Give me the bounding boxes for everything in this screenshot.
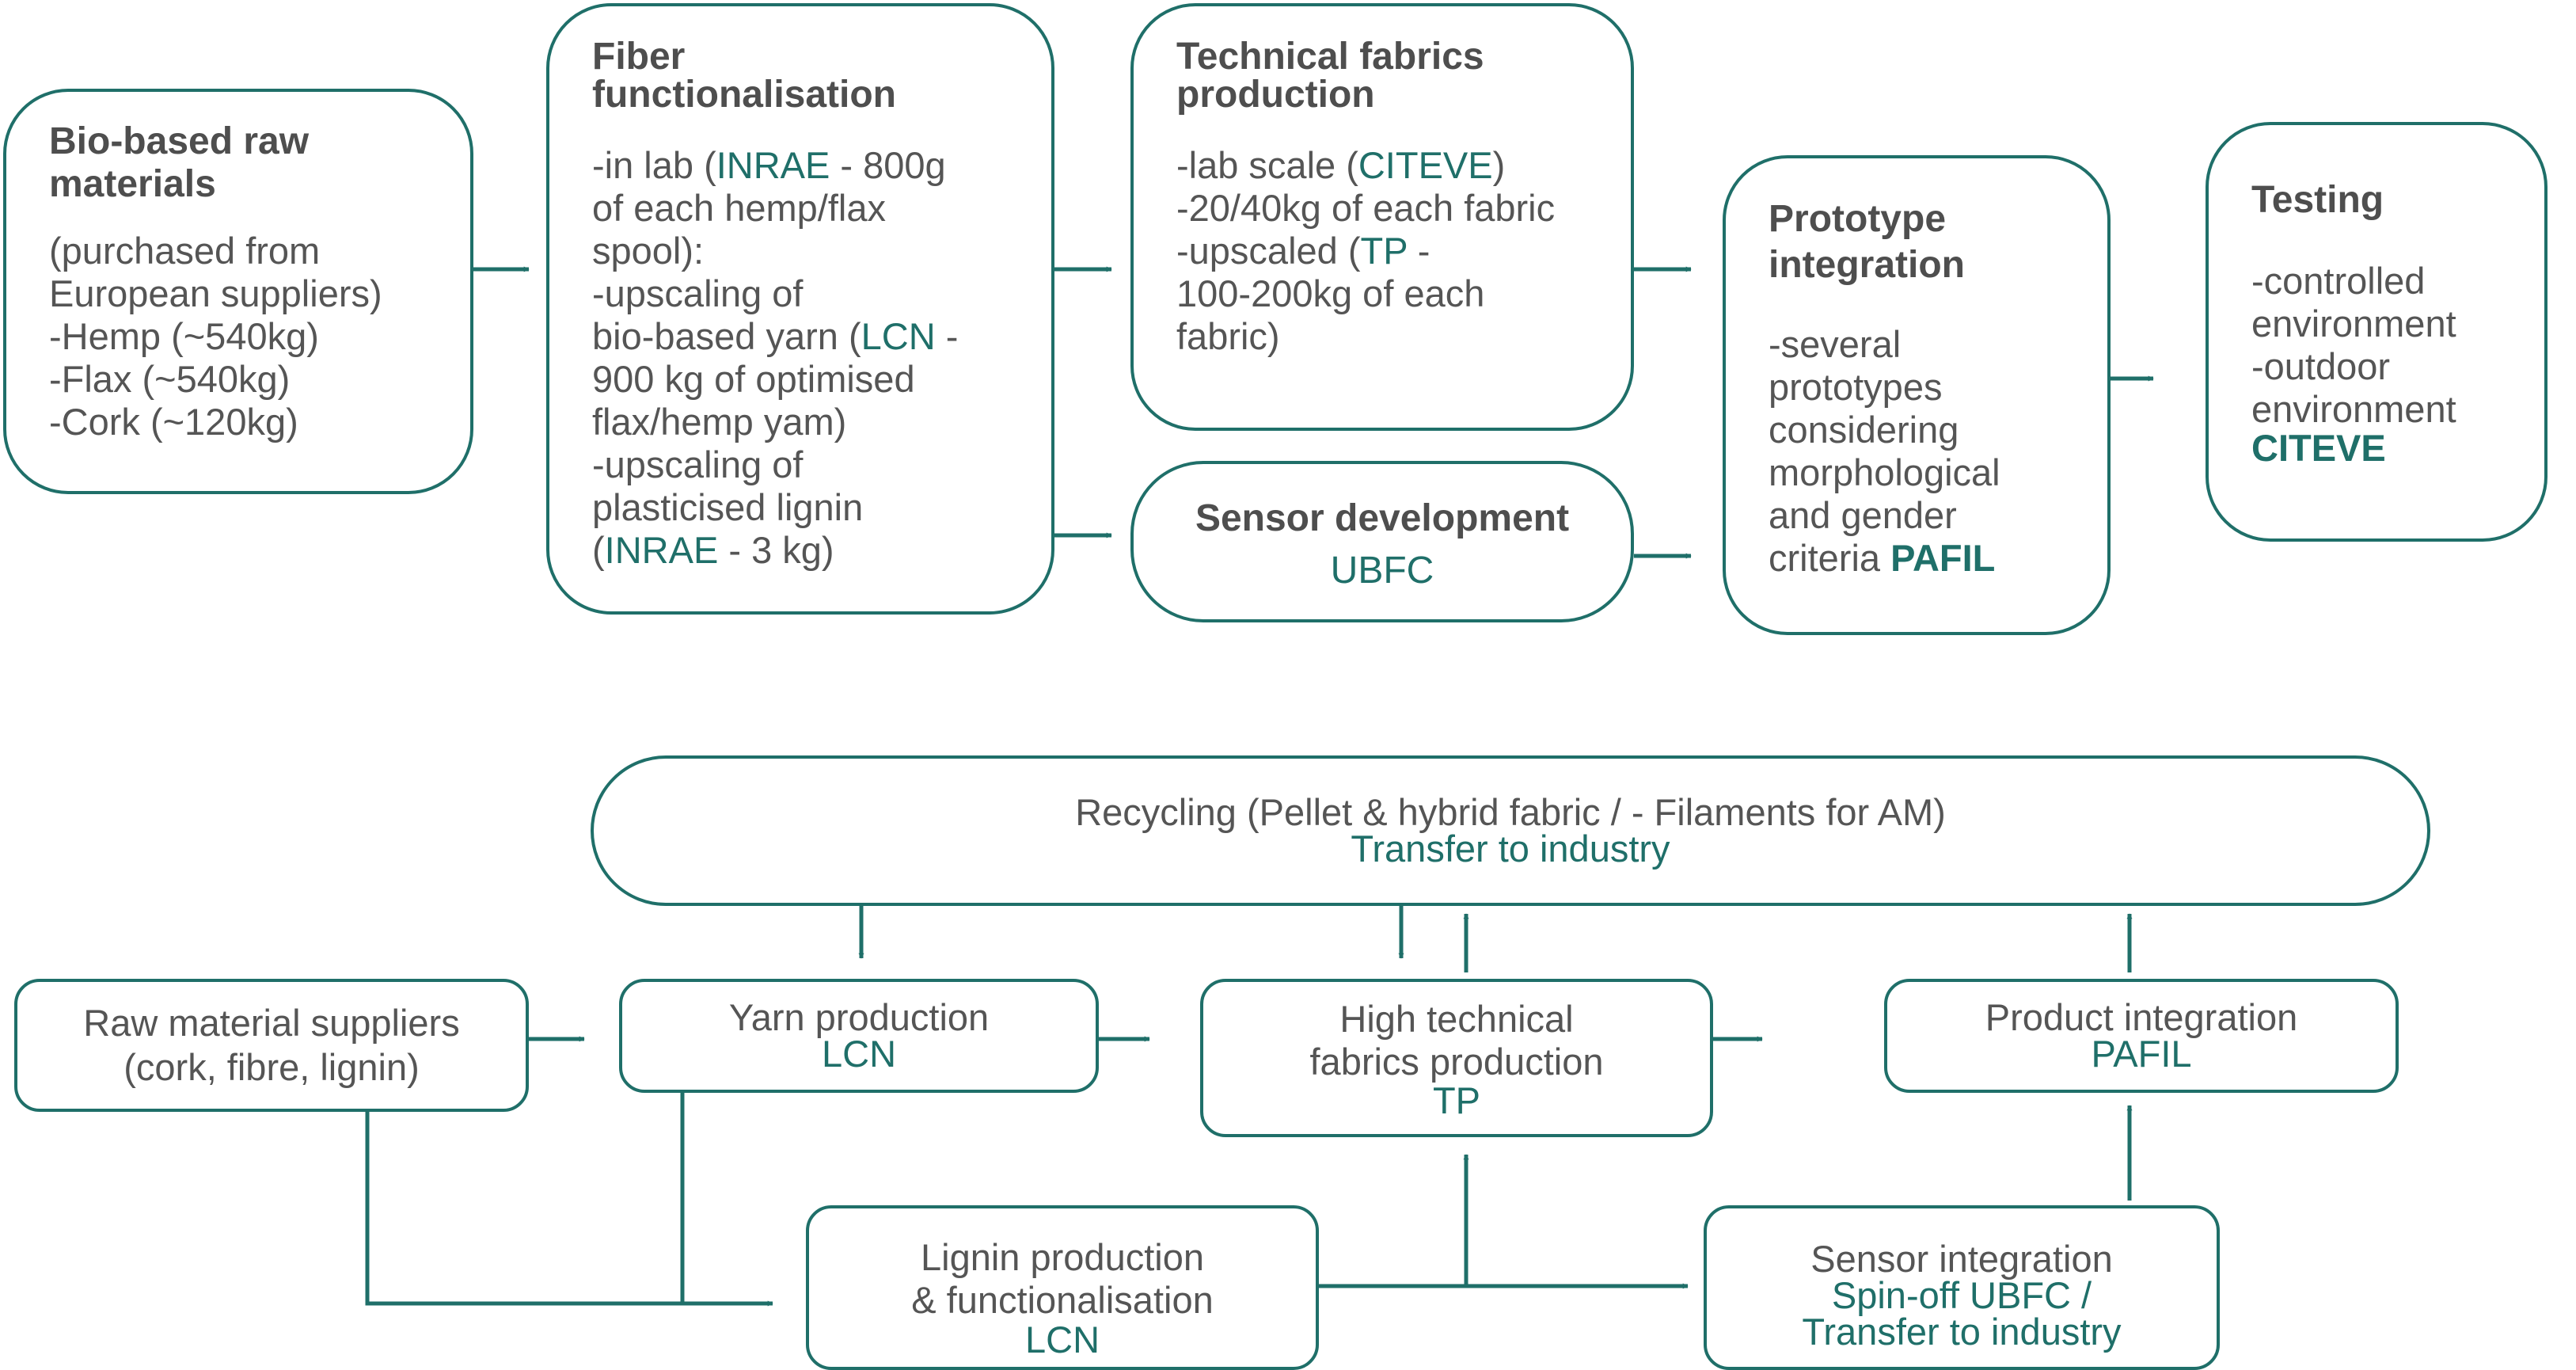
box-high-technical-fabrics-production: High technical fabrics production TP bbox=[1200, 979, 1713, 1137]
org-inrae: INRAE bbox=[604, 529, 719, 571]
org-citeve: CITEVE bbox=[2251, 427, 2386, 469]
recycling-org: Transfer to industry bbox=[1351, 828, 1670, 870]
org-lcn: LCN bbox=[1024, 1319, 1100, 1360]
fabrics-details: -lab scale (CITEVE) -20/40kg of each fab… bbox=[1176, 144, 1556, 357]
box-sensor-integration: Sensor integration Spin-off UBFC / Trans… bbox=[1704, 1205, 2220, 1370]
recycling-text: Recycling (Pellet & hybrid fabric / - Fi… bbox=[1075, 791, 1946, 833]
prototype-details: -several prototypes considering morpholo… bbox=[1769, 323, 2000, 579]
org-spin-off-ubfc: Spin-off UBFC / bbox=[1831, 1274, 2092, 1316]
org-transfer-to-industry: Transfer to industry bbox=[1802, 1311, 2122, 1353]
box-recycling: Recycling (Pellet & hybrid fabric / - Fi… bbox=[591, 755, 2430, 906]
box-lignin-production: Lignin production & functionalisation LC… bbox=[806, 1205, 1319, 1370]
org-tp: TP bbox=[1432, 1079, 1481, 1121]
box-bio-based-raw-materials: Bio-based raw materials (purchased from … bbox=[3, 89, 473, 494]
fiber-title: Fiber functionalisation bbox=[592, 36, 896, 116]
box-prototype-integration: Prototype integration -several prototype… bbox=[1723, 155, 2111, 635]
org-pafil: PAFIL bbox=[2091, 1033, 2192, 1075]
org-lcn: LCN bbox=[861, 315, 936, 357]
fiber-details: -in lab (INRAE - 800g of each hemp/flax … bbox=[592, 144, 959, 571]
org-tp: TP bbox=[1360, 230, 1408, 272]
box-raw-material-suppliers: Raw material suppliers (cork, fibre, lig… bbox=[14, 979, 529, 1112]
org-citeve: CITEVE bbox=[1358, 144, 1493, 186]
org-lcn: LCN bbox=[821, 1033, 897, 1075]
box-testing: Testing -controlled environment -outdoor… bbox=[2206, 122, 2548, 542]
prototype-title: Prototype integration bbox=[1769, 198, 1965, 286]
box-product-integration: Product integration PAFIL bbox=[1884, 979, 2399, 1093]
raw-materials-details: (purchased from European suppliers) -Hem… bbox=[49, 230, 382, 443]
box-yarn-production: Yarn production LCN bbox=[619, 979, 1099, 1093]
connector-suppliers-to-lignin bbox=[365, 1106, 773, 1307]
sensor-title: Sensor development bbox=[1195, 497, 1570, 539]
box-technical-fabrics-production: Technical fabrics production -lab scale … bbox=[1130, 3, 1634, 431]
raw-materials-title: Bio-based raw materials bbox=[49, 120, 310, 205]
box-fiber-functionalisation: Fiber functionalisation -in lab (INRAE -… bbox=[546, 3, 1054, 615]
org-pafil: PAFIL bbox=[1890, 537, 1996, 579]
org-inrae: INRAE bbox=[716, 144, 830, 186]
fabrics-title: Technical fabrics production bbox=[1176, 36, 1484, 116]
box-sensor-development: Sensor development UBFC bbox=[1130, 461, 1634, 622]
org-ubfc: UBFC bbox=[1330, 550, 1434, 592]
testing-details: -controlled environment -outdoor environ… bbox=[2251, 260, 2513, 466]
testing-title: Testing bbox=[2251, 179, 2384, 221]
